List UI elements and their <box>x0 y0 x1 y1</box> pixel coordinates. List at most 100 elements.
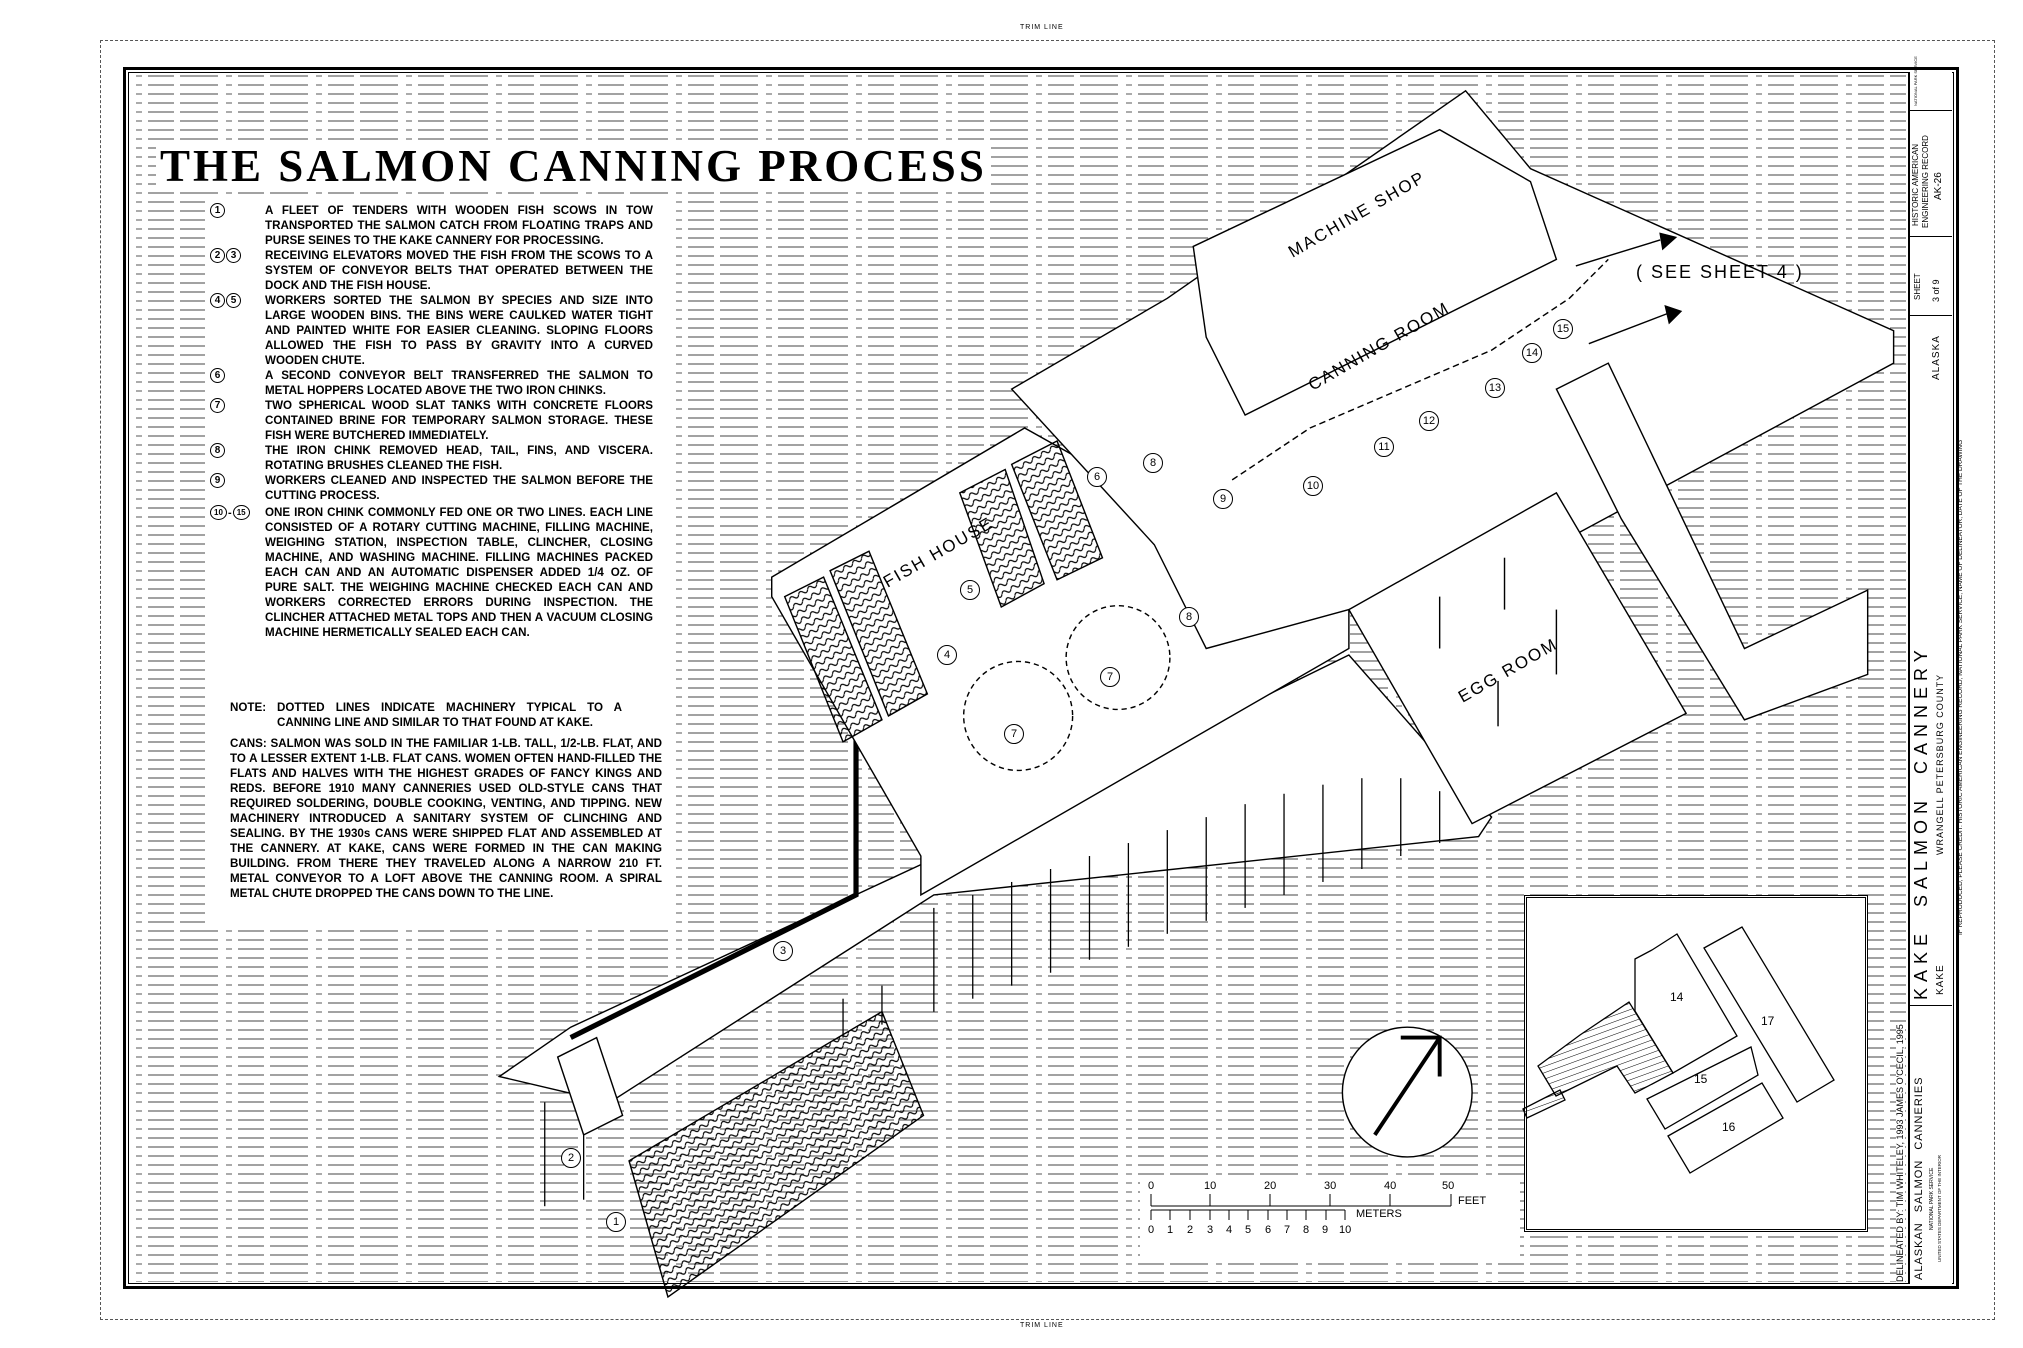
pier-deck <box>497 654 1493 1104</box>
canning-line <box>1231 258 1609 481</box>
brine-tank <box>962 660 1074 772</box>
text-panel-background <box>205 200 675 930</box>
step-number: 3 <box>226 248 241 263</box>
fish-bin <box>958 468 1045 609</box>
meter-tick: 9 <box>1322 1224 1329 1236</box>
key-label: 17 <box>1761 1014 1775 1028</box>
callout: 7 <box>1004 724 1024 744</box>
feet-tick: 30 <box>1324 1180 1337 1192</box>
feet-tick: 40 <box>1384 1180 1397 1192</box>
meter-tick: 1 <box>1167 1224 1174 1236</box>
step-text: A FLEET OF TENDERS WITH WOODEN FISH SCOW… <box>265 204 653 247</box>
callout: 8 <box>1143 453 1163 473</box>
receiving-elevator <box>556 1036 624 1136</box>
brine-tank <box>1065 604 1171 711</box>
step-text: A SECOND CONVEYOR BELT TRANSFERRED THE S… <box>265 369 653 397</box>
step-number: 2 <box>210 248 225 263</box>
step-text: RECEIVING ELEVATORS MOVED THE FISH FROM … <box>265 249 653 292</box>
callout: 8 <box>1179 607 1199 627</box>
notes-section: NOTE: DOTTED LINES INDICATE MACHINERY TY… <box>230 700 662 901</box>
feet-tick: 0 <box>1148 1180 1155 1192</box>
feet-tick: 20 <box>1264 1180 1277 1192</box>
callout: 5 <box>960 580 980 600</box>
key-label: 14 <box>1670 990 1684 1004</box>
fish-bin <box>829 550 929 717</box>
agency-name: NATIONAL PARK SERVICE <box>1929 1167 1935 1230</box>
step-item: 7 TWO SPHERICAL WOOD SLAT TANKS WITH CON… <box>210 398 653 443</box>
record-number: AK-26 <box>1933 172 1944 200</box>
feet-tick: 50 <box>1442 1180 1455 1192</box>
meter-tick: 10 <box>1339 1224 1352 1236</box>
step-marker: 9 <box>210 473 265 488</box>
note-text: DOTTED LINES INDICATE MACHINERY TYPICAL … <box>277 701 622 729</box>
meter-tick: 4 <box>1226 1224 1233 1236</box>
step-number: 6 <box>210 368 225 383</box>
callout: 14 <box>1522 343 1542 363</box>
machine-shop <box>1192 128 1558 416</box>
fish-scow <box>628 1010 925 1299</box>
range-dash: - <box>228 506 232 519</box>
step-item: 1 A FLEET OF TENDERS WITH WOODEN FISH SC… <box>210 203 653 248</box>
step-marker: 8 <box>210 443 265 458</box>
egg-room-posts <box>1438 557 1558 727</box>
project-title: KAKE SALMON CANNERY <box>1911 644 1931 1000</box>
step-text: WORKERS CLEANED AND INSPECTED THE SALMON… <box>265 474 653 502</box>
delineator-credit: DELINEATED BY: TIM WHITELEY, 1993 JAMES … <box>1895 1024 1905 1282</box>
series-title: ALASKAN SALMON CANNERIES <box>1913 1076 1925 1281</box>
reproduction-credit: IF REPRODUCED, PLEASE CREDIT: HISTORIC A… <box>1957 439 1964 935</box>
step-number: 9 <box>210 473 225 488</box>
key-building-17 <box>1703 926 1835 1103</box>
step-number: 10 <box>210 505 227 520</box>
step-marker: 10-15 <box>210 505 265 520</box>
key-building-16 <box>1667 1082 1784 1174</box>
step-text: TWO SPHERICAL WOOD SLAT TANKS WITH CONCR… <box>265 399 653 442</box>
location-name: KAKE <box>1935 964 1946 995</box>
egg-room <box>1347 491 1688 825</box>
note: NOTE: DOTTED LINES INDICATE MACHINERY TY… <box>230 700 662 730</box>
see-sheet-label: ( SEE SHEET 4 ) <box>1636 262 1804 282</box>
step-item: 6 A SECOND CONVEYOR BELT TRANSFERRED THE… <box>210 368 653 398</box>
step-number: 1 <box>210 203 225 218</box>
meter-tick: 8 <box>1303 1224 1310 1236</box>
record-line-2: ENGINEERING RECORD <box>1921 135 1930 228</box>
callout: 12 <box>1419 411 1439 431</box>
fish-bin <box>1010 439 1104 581</box>
title-block-divider <box>1908 1005 1952 1006</box>
step-item: 9 WORKERS CLEANED AND INSPECTED THE SALM… <box>210 473 653 503</box>
note-label: NOTE: <box>230 701 267 714</box>
callout: 2 <box>561 1148 581 1168</box>
department-name: UNITED STATES DEPARTMENT OF THE INTERIOR <box>1937 1154 1942 1262</box>
buildings <box>497 89 1895 1299</box>
step-number: 8 <box>210 443 225 458</box>
callout: 6 <box>1087 467 1107 487</box>
east-wing <box>1555 362 1869 721</box>
process-steps: 1 A FLEET OF TENDERS WITH WOODEN FISH SC… <box>210 203 653 640</box>
key-label: 15 <box>1694 1072 1708 1086</box>
scale-bar: 0 10 20 30 40 50 FEET METERS 0 1 2 3 4 5… <box>1140 1180 1520 1260</box>
step-marker: 7 <box>210 398 265 413</box>
callout: 9 <box>1213 489 1233 509</box>
callout: 4 <box>937 645 957 665</box>
sheet-label: SHEET <box>1913 273 1922 300</box>
meter-tick: 0 <box>1148 1224 1155 1236</box>
callout: 13 <box>1485 378 1505 398</box>
trim-line-top-label: TRIM LINE <box>1020 24 1064 31</box>
step-number: 5 <box>226 293 241 308</box>
meters-label: METERS <box>1356 1208 1402 1220</box>
step-marker: 6 <box>210 368 265 383</box>
record-line-1: HISTORIC AMERICAN <box>1911 143 1920 226</box>
sheet-number: 3 of 9 <box>1931 279 1941 302</box>
county-name: WRANGELL PETERSBURG COUNTY <box>1935 673 1945 855</box>
title-block-divider <box>1908 315 1952 316</box>
callout: 15 <box>1553 319 1573 339</box>
key-building-15 <box>1646 1046 1759 1130</box>
step-text: ONE IRON CHINK COMMONLY FED ONE OR TWO L… <box>265 506 653 639</box>
state-name: ALASKA <box>1931 335 1942 380</box>
trim-border <box>100 40 1995 1320</box>
page-title: THE SALMON CANNING PROCESS <box>156 140 991 192</box>
